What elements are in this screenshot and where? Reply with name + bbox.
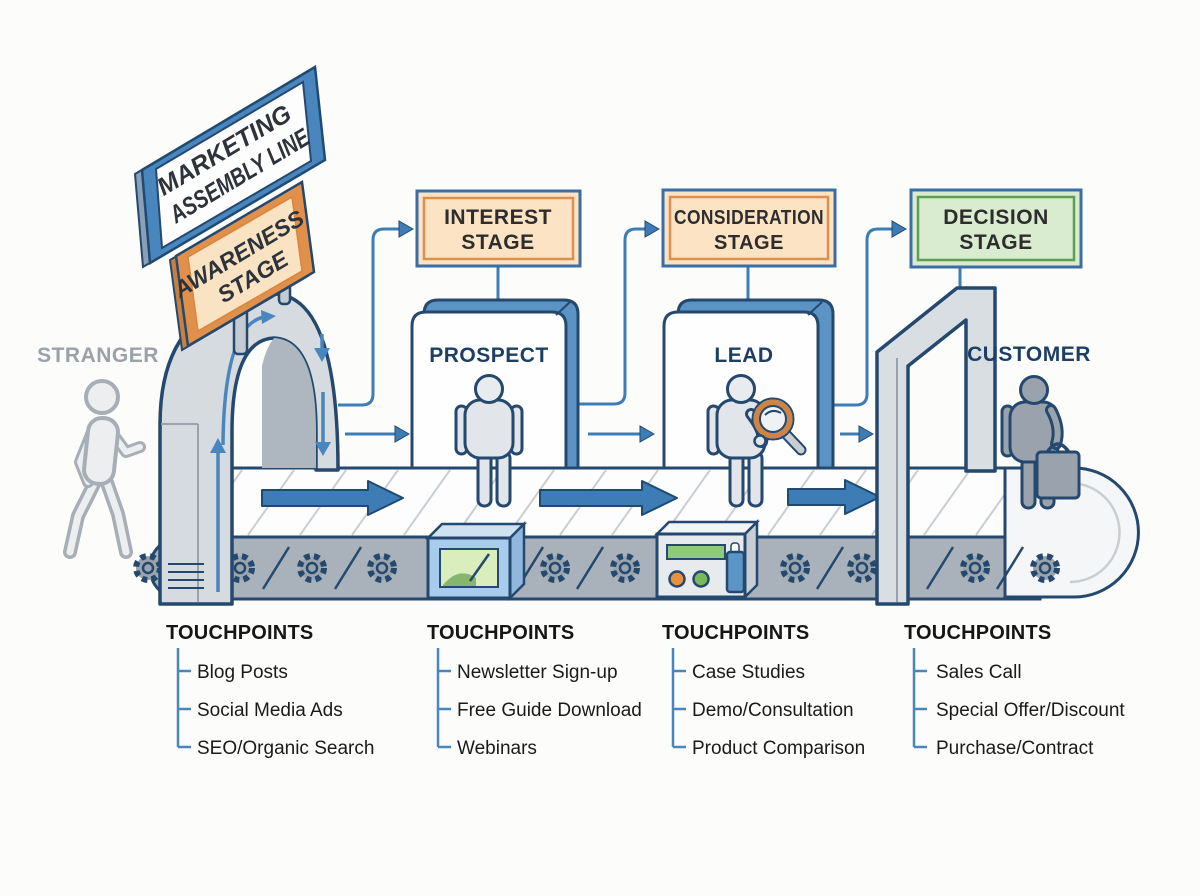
arrowhead-icon xyxy=(858,425,875,443)
touchpoint-item: Case Studies xyxy=(692,662,805,683)
lead-hand xyxy=(753,434,767,448)
marketing-sign: MARKETING ASSEMBLY LINE xyxy=(133,64,327,269)
connector-prospect-to-consideration xyxy=(572,227,647,406)
stage-box-decision-label-line1: DECISION xyxy=(943,206,1049,229)
decision-door-frame xyxy=(875,286,997,606)
arch-flow-arrows xyxy=(210,310,331,592)
arrowhead-icon xyxy=(639,425,656,443)
lever-icon xyxy=(725,550,746,594)
stage-box-interest: INTEREST STAGE xyxy=(415,189,582,268)
connector-lead-to-decision xyxy=(833,227,894,407)
arrowhead-icon xyxy=(891,220,908,238)
gear-icon xyxy=(780,553,810,583)
arch-inner-face xyxy=(262,338,316,468)
belt-right-cap-curve xyxy=(1069,481,1121,584)
customer-figure-icon xyxy=(1000,375,1081,510)
touchpoint-item: Blog Posts xyxy=(197,662,288,683)
gauge-arc xyxy=(443,573,476,586)
customer-label: CUSTOMER xyxy=(967,343,1091,366)
flow-connectors xyxy=(338,220,962,443)
arrowhead-icon xyxy=(394,425,411,443)
belt-arrow-icon xyxy=(787,479,881,515)
gear-icon xyxy=(610,553,640,583)
gauge-meter-box xyxy=(424,520,528,602)
gear-icon xyxy=(297,553,327,583)
touchpoint-item: Special Offer/Discount xyxy=(936,700,1125,721)
awareness-arch xyxy=(158,292,340,606)
belt-arrow-icon xyxy=(261,480,404,516)
connector-awareness-to-interest xyxy=(338,227,401,407)
arrowhead-icon xyxy=(398,220,415,238)
lead-figure-icon xyxy=(706,374,807,508)
touchpoints-bracket xyxy=(176,648,191,749)
touchpoints-group-4: TOUCHPOINTS Sales Call Special Offer/Dis… xyxy=(904,622,1125,759)
gear-icon xyxy=(960,553,990,583)
belt-arrow-icon xyxy=(539,480,678,516)
stage-box-consideration-label-line1: CONSIDERATION xyxy=(674,207,824,229)
conveyor-belt xyxy=(133,466,1140,601)
shopping-bag-icon xyxy=(1035,442,1081,500)
stage-box-decision-label-line2: STAGE xyxy=(959,231,1032,254)
stage-box-consideration-label-line2: STAGE xyxy=(714,232,784,254)
touchpoint-item: Webinars xyxy=(457,738,537,759)
touchpoint-item: Newsletter Sign-up xyxy=(457,662,618,683)
touchpoint-item: Product Comparison xyxy=(692,738,865,759)
arch-leg-hatch xyxy=(168,563,204,589)
lead-label: LEAD xyxy=(714,344,773,367)
touchpoints-bracket xyxy=(436,648,451,749)
stage-box-decision: DECISION STAGE xyxy=(909,188,1083,269)
touchpoints-heading: TOUCHPOINTS xyxy=(427,622,574,644)
touchpoint-item: Demo/Consultation xyxy=(692,700,854,721)
belt-direction-arrows xyxy=(261,479,881,516)
arrowhead-icon xyxy=(644,220,661,238)
prospect-figure-icon xyxy=(454,374,524,508)
gauge-needle xyxy=(468,553,491,582)
stranger-figure-icon xyxy=(63,379,146,559)
stage-box-consideration: CONSIDERATION STAGE xyxy=(661,188,837,268)
touchpoints-bracket xyxy=(671,648,686,749)
control-panel-box xyxy=(653,518,761,601)
prospect-label: PROSPECT xyxy=(429,344,549,367)
touchpoint-item: Purchase/Contract xyxy=(936,738,1094,759)
green-button-icon xyxy=(692,570,710,588)
gear-icon xyxy=(133,553,163,583)
touchpoints-group-3: TOUCHPOINTS Case Studies Demo/Consultati… xyxy=(662,622,865,759)
stage-box-interest-label-line2: STAGE xyxy=(461,231,534,254)
orange-button-icon xyxy=(668,570,686,588)
gear-icon xyxy=(367,553,397,583)
awareness-sign: AWARENESS STAGE xyxy=(168,179,316,352)
touchpoint-item: Social Media Ads xyxy=(197,700,343,721)
stage-box-interest-label-line1: INTEREST xyxy=(444,206,552,229)
touchpoint-item: Free Guide Download xyxy=(457,700,642,721)
touchpoints-group-2: TOUCHPOINTS Newsletter Sign-up Free Guid… xyxy=(427,622,642,759)
touchpoint-item: Sales Call xyxy=(936,662,1022,683)
gear-icon xyxy=(225,553,255,583)
magnifier-icon xyxy=(751,397,807,456)
touchpoints-heading: TOUCHPOINTS xyxy=(166,622,313,644)
touchpoints-group-1: TOUCHPOINTS Blog Posts Social Media Ads … xyxy=(166,622,374,759)
touchpoints-heading: TOUCHPOINTS xyxy=(662,622,809,644)
gear-icon xyxy=(847,553,877,583)
touchpoints-heading: TOUCHPOINTS xyxy=(904,622,1051,644)
touchpoint-item: SEO/Organic Search xyxy=(197,738,374,759)
panel-display-bar xyxy=(666,544,726,560)
gear-icon xyxy=(540,553,570,583)
gear-icon xyxy=(1030,553,1060,583)
touchpoints-bracket xyxy=(912,648,927,749)
stranger-label: STRANGER xyxy=(37,344,159,367)
belt-gears xyxy=(133,553,1060,583)
